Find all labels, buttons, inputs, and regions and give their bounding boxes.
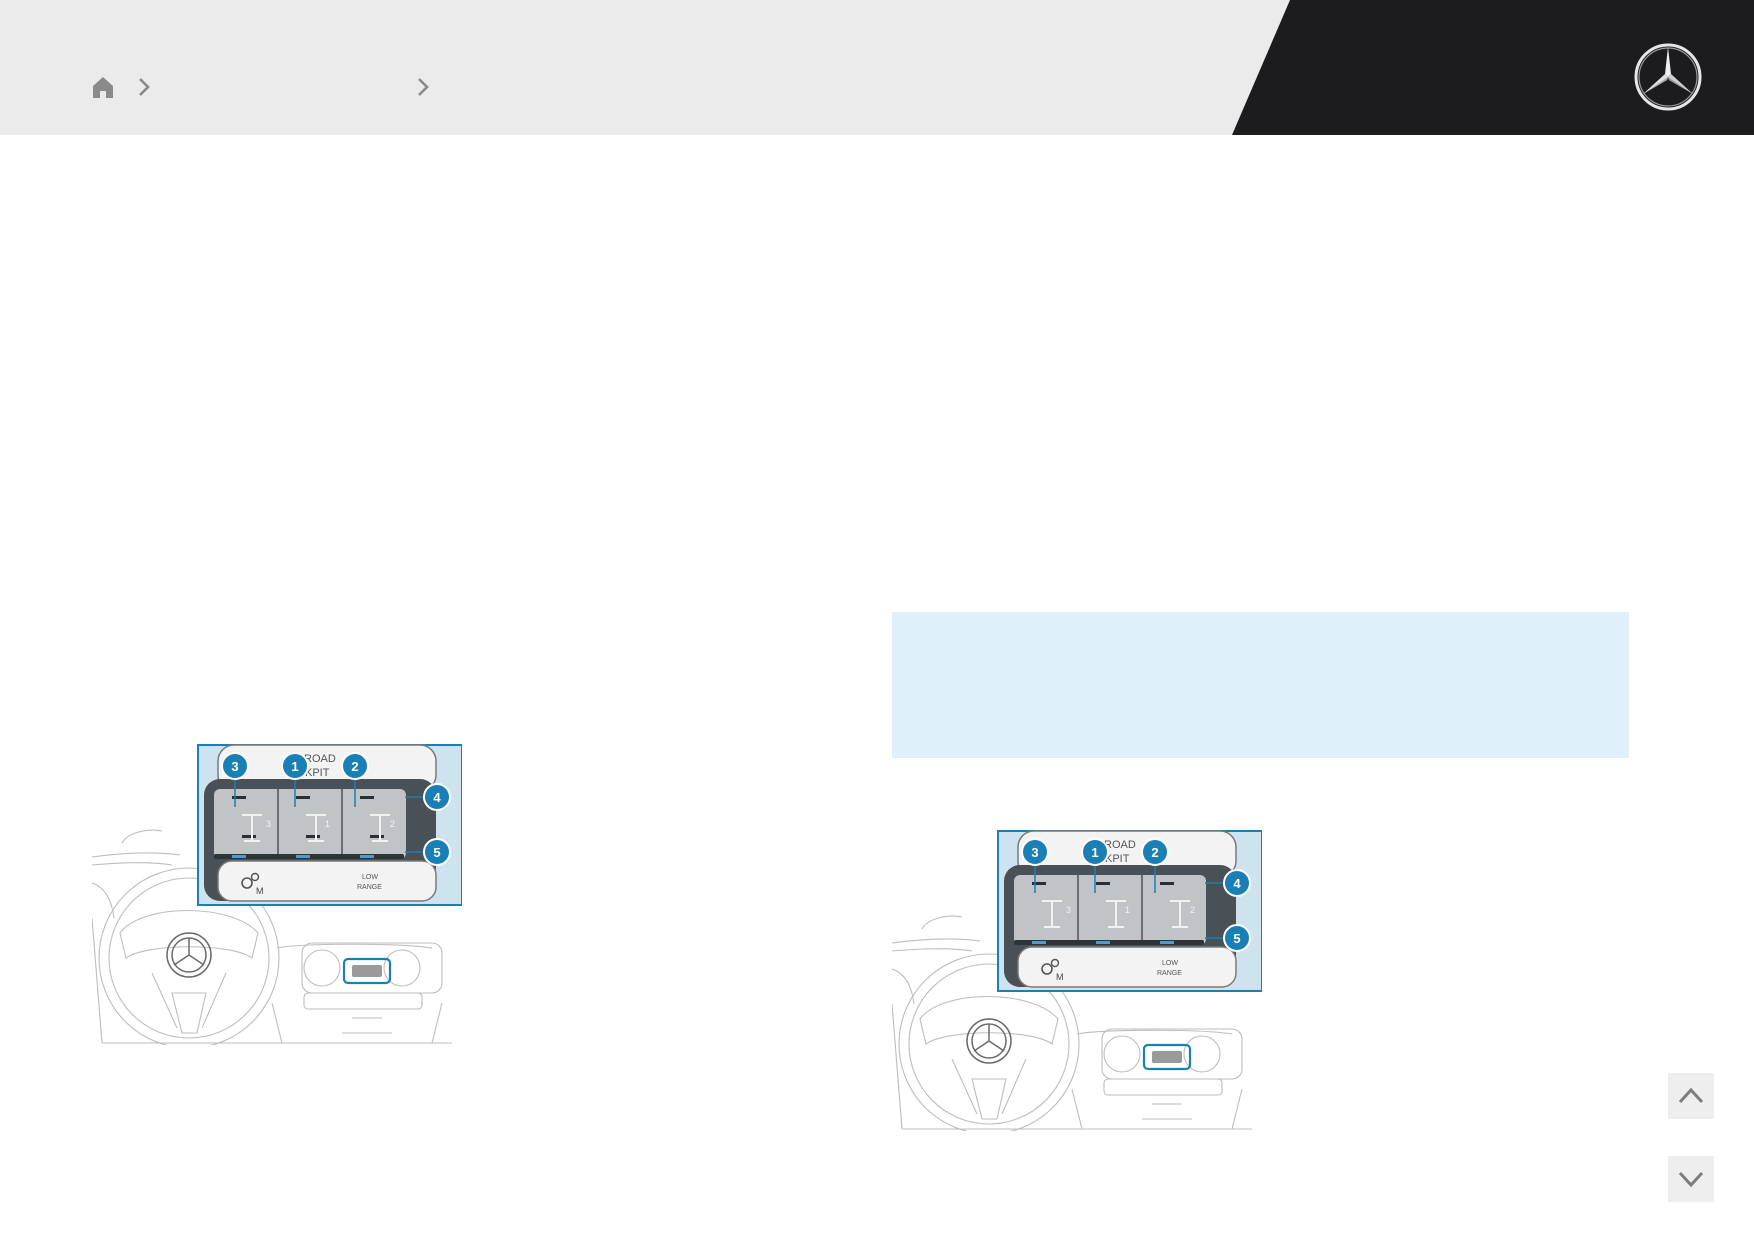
callout-pointers (1034, 861, 1225, 939)
svg-text:5: 5 (433, 845, 440, 860)
svg-text:4: 4 (1233, 876, 1241, 891)
callout-5: 5 (1223, 924, 1251, 952)
mode-label: M (1056, 972, 1064, 982)
dashboard-line-drawing (92, 829, 452, 1045)
svg-text:5: 5 (1233, 931, 1240, 946)
button-number-1: 1 (325, 819, 330, 829)
switch-highlight (1142, 1043, 1192, 1071)
chevron-up-icon (1678, 1087, 1704, 1104)
mercedes-star-logo[interactable] (1633, 42, 1703, 112)
button-number-2: 2 (390, 819, 395, 829)
chevron-down-icon (1678, 1171, 1704, 1188)
offroad-label-fragment-kpit: KPIT (305, 767, 330, 779)
low-range-label-line1: LOW (1162, 960, 1178, 967)
callout-3: 3 (1021, 838, 1049, 866)
offroad-label-fragment-road: ROAD (304, 753, 336, 765)
svg-text:4: 4 (433, 790, 441, 805)
info-callout-box (892, 612, 1629, 758)
offroad-label-fragment-road: ROAD (1104, 839, 1136, 851)
button-number-3: 3 (266, 819, 271, 829)
callout-2: 2 (341, 752, 369, 780)
callout-1: 1 (281, 752, 309, 780)
mode-label: M (256, 886, 264, 896)
svg-text:2: 2 (351, 759, 358, 774)
center-logo-on-wheel (966, 1018, 1012, 1064)
switch-highlight (342, 957, 392, 985)
offroad-cockpit-illustration: M LOW RANGE ROAD KPIT 3 1 2 3 1 2 4 5 (92, 744, 462, 1045)
svg-text:1: 1 (291, 759, 298, 774)
callout-5: 5 (423, 838, 451, 866)
callout-1: 1 (1081, 838, 1109, 866)
zoom-panel: M LOW RANGE ROAD KPIT 3 1 2 (197, 744, 462, 906)
dashboard-line-drawing (892, 915, 1252, 1131)
svg-text:3: 3 (1031, 845, 1038, 860)
callout-4: 4 (423, 783, 451, 811)
low-range-label-line2: RANGE (357, 884, 382, 891)
low-range-label-line2: RANGE (1157, 970, 1182, 977)
offroad-cockpit-illustration-2: M LOW RANGE ROAD KPIT 3 1 2 3 1 2 4 5 (892, 830, 1262, 1131)
chevron-right-icon (139, 78, 150, 96)
callout-pointers (234, 775, 425, 853)
scroll-down-button[interactable] (1668, 1156, 1714, 1202)
button-number-2: 2 (1190, 905, 1195, 915)
header-dark-panel (1232, 0, 1754, 135)
chevron-right-icon (418, 78, 429, 96)
button-number-1: 1 (1125, 905, 1130, 915)
svg-text:3: 3 (231, 759, 238, 774)
svg-text:1: 1 (1091, 845, 1098, 860)
scroll-up-button[interactable] (1668, 1073, 1714, 1119)
svg-text:2: 2 (1151, 845, 1158, 860)
center-logo-on-wheel (166, 932, 212, 978)
callout-2: 2 (1141, 838, 1169, 866)
low-range-label-line1: LOW (362, 874, 378, 881)
offroad-label-fragment-kpit: KPIT (1105, 853, 1130, 865)
button-number-3: 3 (1066, 905, 1071, 915)
callout-3: 3 (221, 752, 249, 780)
home-icon[interactable] (90, 74, 116, 100)
callout-4: 4 (1223, 869, 1251, 897)
